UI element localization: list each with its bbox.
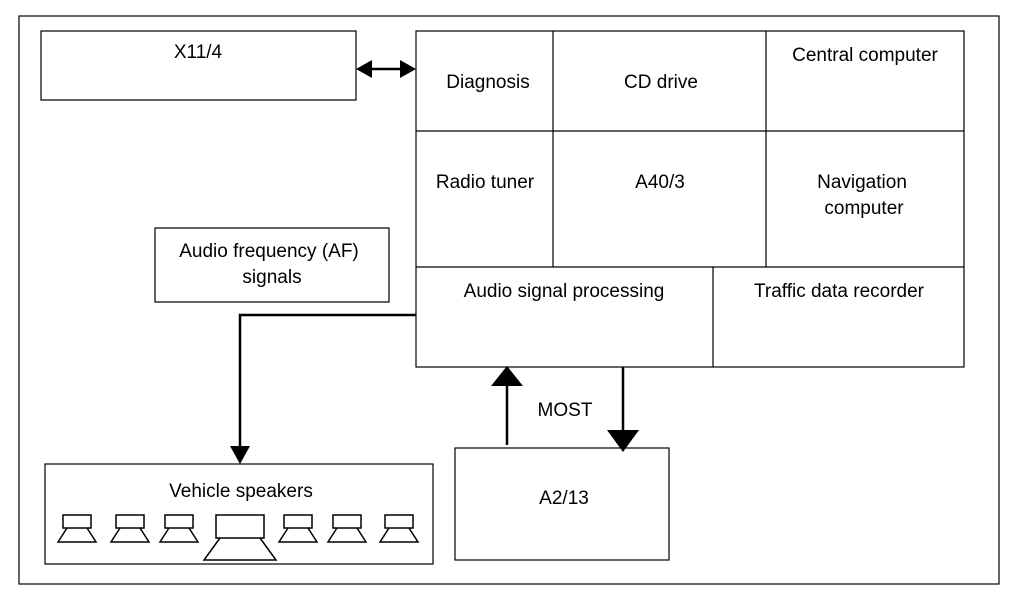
audio-signal-processing-label: Audio signal processing <box>464 281 665 302</box>
speaker-icon <box>56 514 98 543</box>
speaker-icon <box>109 514 151 543</box>
af-signals-label-line1: Audio frequency (AF) <box>179 241 359 262</box>
a40-unit-label: A40/3 <box>635 172 685 193</box>
most-bus-label: MOST <box>538 400 593 421</box>
af-signals-label-line2: signals <box>242 267 301 288</box>
radio-tuner-label: Radio tuner <box>436 172 535 193</box>
central-computer-label: Central computer <box>792 45 938 66</box>
speaker-icon <box>326 514 368 543</box>
most-down-arrow <box>607 367 639 452</box>
outer-frame <box>18 15 1000 585</box>
x11-box: X11/4 <box>40 30 357 101</box>
cd-drive-label: CD drive <box>624 72 698 93</box>
navigation-label-line2: computer <box>824 198 904 219</box>
navigation-label-line1: Navigation <box>817 172 907 193</box>
vehicle-speakers-box: Vehicle speakers <box>44 463 434 565</box>
double-arrow-icon <box>356 60 416 78</box>
a40-unit: Diagnosis CD drive Central computer Radi… <box>415 30 965 368</box>
a2-box: A2/13 <box>454 447 670 561</box>
speaker-icon <box>202 514 278 561</box>
speaker-icon <box>378 514 420 543</box>
speaker-icon <box>158 514 200 543</box>
diagnosis-label: Diagnosis <box>446 72 529 93</box>
most-up-arrow <box>491 366 523 445</box>
x11-label: X11/4 <box>174 42 223 63</box>
traffic-data-recorder-label: Traffic data recorder <box>754 281 925 302</box>
a2-label: A2/13 <box>539 488 589 509</box>
speaker-icon <box>277 514 319 543</box>
af-signals-box: Audio frequency (AF) signals <box>154 227 390 303</box>
af-signal-arrow <box>230 313 416 464</box>
vehicle-speakers-label: Vehicle speakers <box>169 481 313 502</box>
